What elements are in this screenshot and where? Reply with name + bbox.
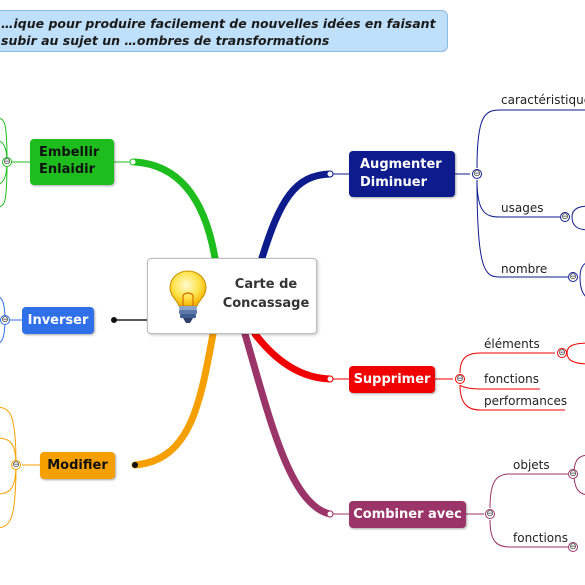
branch-combiner <box>241 330 334 518</box>
central-topic-label: Carte de Concassage <box>216 275 316 313</box>
topic-augmenter-line1: Augmenter <box>360 157 442 172</box>
branch-supprimer <box>251 330 334 383</box>
central-topic[interactable]: Carte de Concassage <box>147 258 317 334</box>
topic-modifier-label: Modifier <box>47 458 108 473</box>
branch-modifier <box>131 330 217 469</box>
collapse-toggle-usages[interactable]: ⊖ <box>560 212 570 222</box>
subtopic-elements[interactable]: éléments <box>484 337 540 351</box>
topic-combiner-label: Combiner avec <box>353 507 462 522</box>
branch-augmenter <box>258 170 334 262</box>
lightbulb-icon <box>169 270 207 323</box>
topic-modifier[interactable]: Modifier <box>40 452 115 479</box>
topic-embellir-enlaidir[interactable]: Embellir Enlaidir <box>30 139 114 185</box>
collapse-toggle-supprimer[interactable]: ⊖ <box>455 374 465 384</box>
central-topic-line1: Carte de <box>234 277 298 292</box>
subtopic-fonctions-supprimer[interactable]: fonctions <box>484 372 540 386</box>
central-topic-line2: Concassage <box>222 296 310 311</box>
topic-inverser-label: Inverser <box>27 313 89 328</box>
subtopic-performances[interactable]: performances <box>484 394 568 408</box>
collapse-toggle-elements[interactable]: ⊖ <box>557 348 567 358</box>
topic-embellir-line2: Enlaidir <box>39 162 95 177</box>
topic-inverser[interactable]: Inverser <box>22 307 94 334</box>
collapse-toggle-augmenter[interactable]: ⊖ <box>472 169 482 179</box>
topic-augmenter-line2: Diminuer <box>360 175 427 190</box>
subtopic-usages[interactable]: usages <box>501 201 544 215</box>
collapse-toggle-embellir[interactable]: ⊖ <box>2 157 12 167</box>
collapse-toggle-combiner[interactable]: ⊖ <box>485 509 495 519</box>
subtopic-objets[interactable]: objets <box>513 458 550 472</box>
branch-embellir <box>131 158 219 262</box>
topic-supprimer[interactable]: Supprimer <box>349 366 435 393</box>
collapse-toggle-fonctions-combiner[interactable]: ⊖ <box>568 542 578 552</box>
collapse-toggle-nombre[interactable]: ⊖ <box>568 272 578 282</box>
collapse-toggle-inverser[interactable]: ⊖ <box>0 315 10 325</box>
topic-embellir-line1: Embellir <box>39 145 100 160</box>
subtopic-nombre[interactable]: nombre <box>501 262 548 276</box>
subtopic-fonctions-combiner[interactable]: fonctions <box>513 531 569 545</box>
subtopic-caracteristiques[interactable]: caractéristiques <box>501 93 585 107</box>
collapse-toggle-modifier[interactable]: ⊖ <box>11 460 21 470</box>
description-banner: …ique pour produire facilement de nouvel… <box>0 10 448 52</box>
topic-combiner-avec[interactable]: Combiner avec <box>349 501 466 528</box>
collapse-toggle-objets[interactable]: ⊖ <box>568 469 578 479</box>
topic-augmenter-diminuer[interactable]: Augmenter Diminuer <box>349 151 455 197</box>
topic-supprimer-label: Supprimer <box>353 372 431 387</box>
